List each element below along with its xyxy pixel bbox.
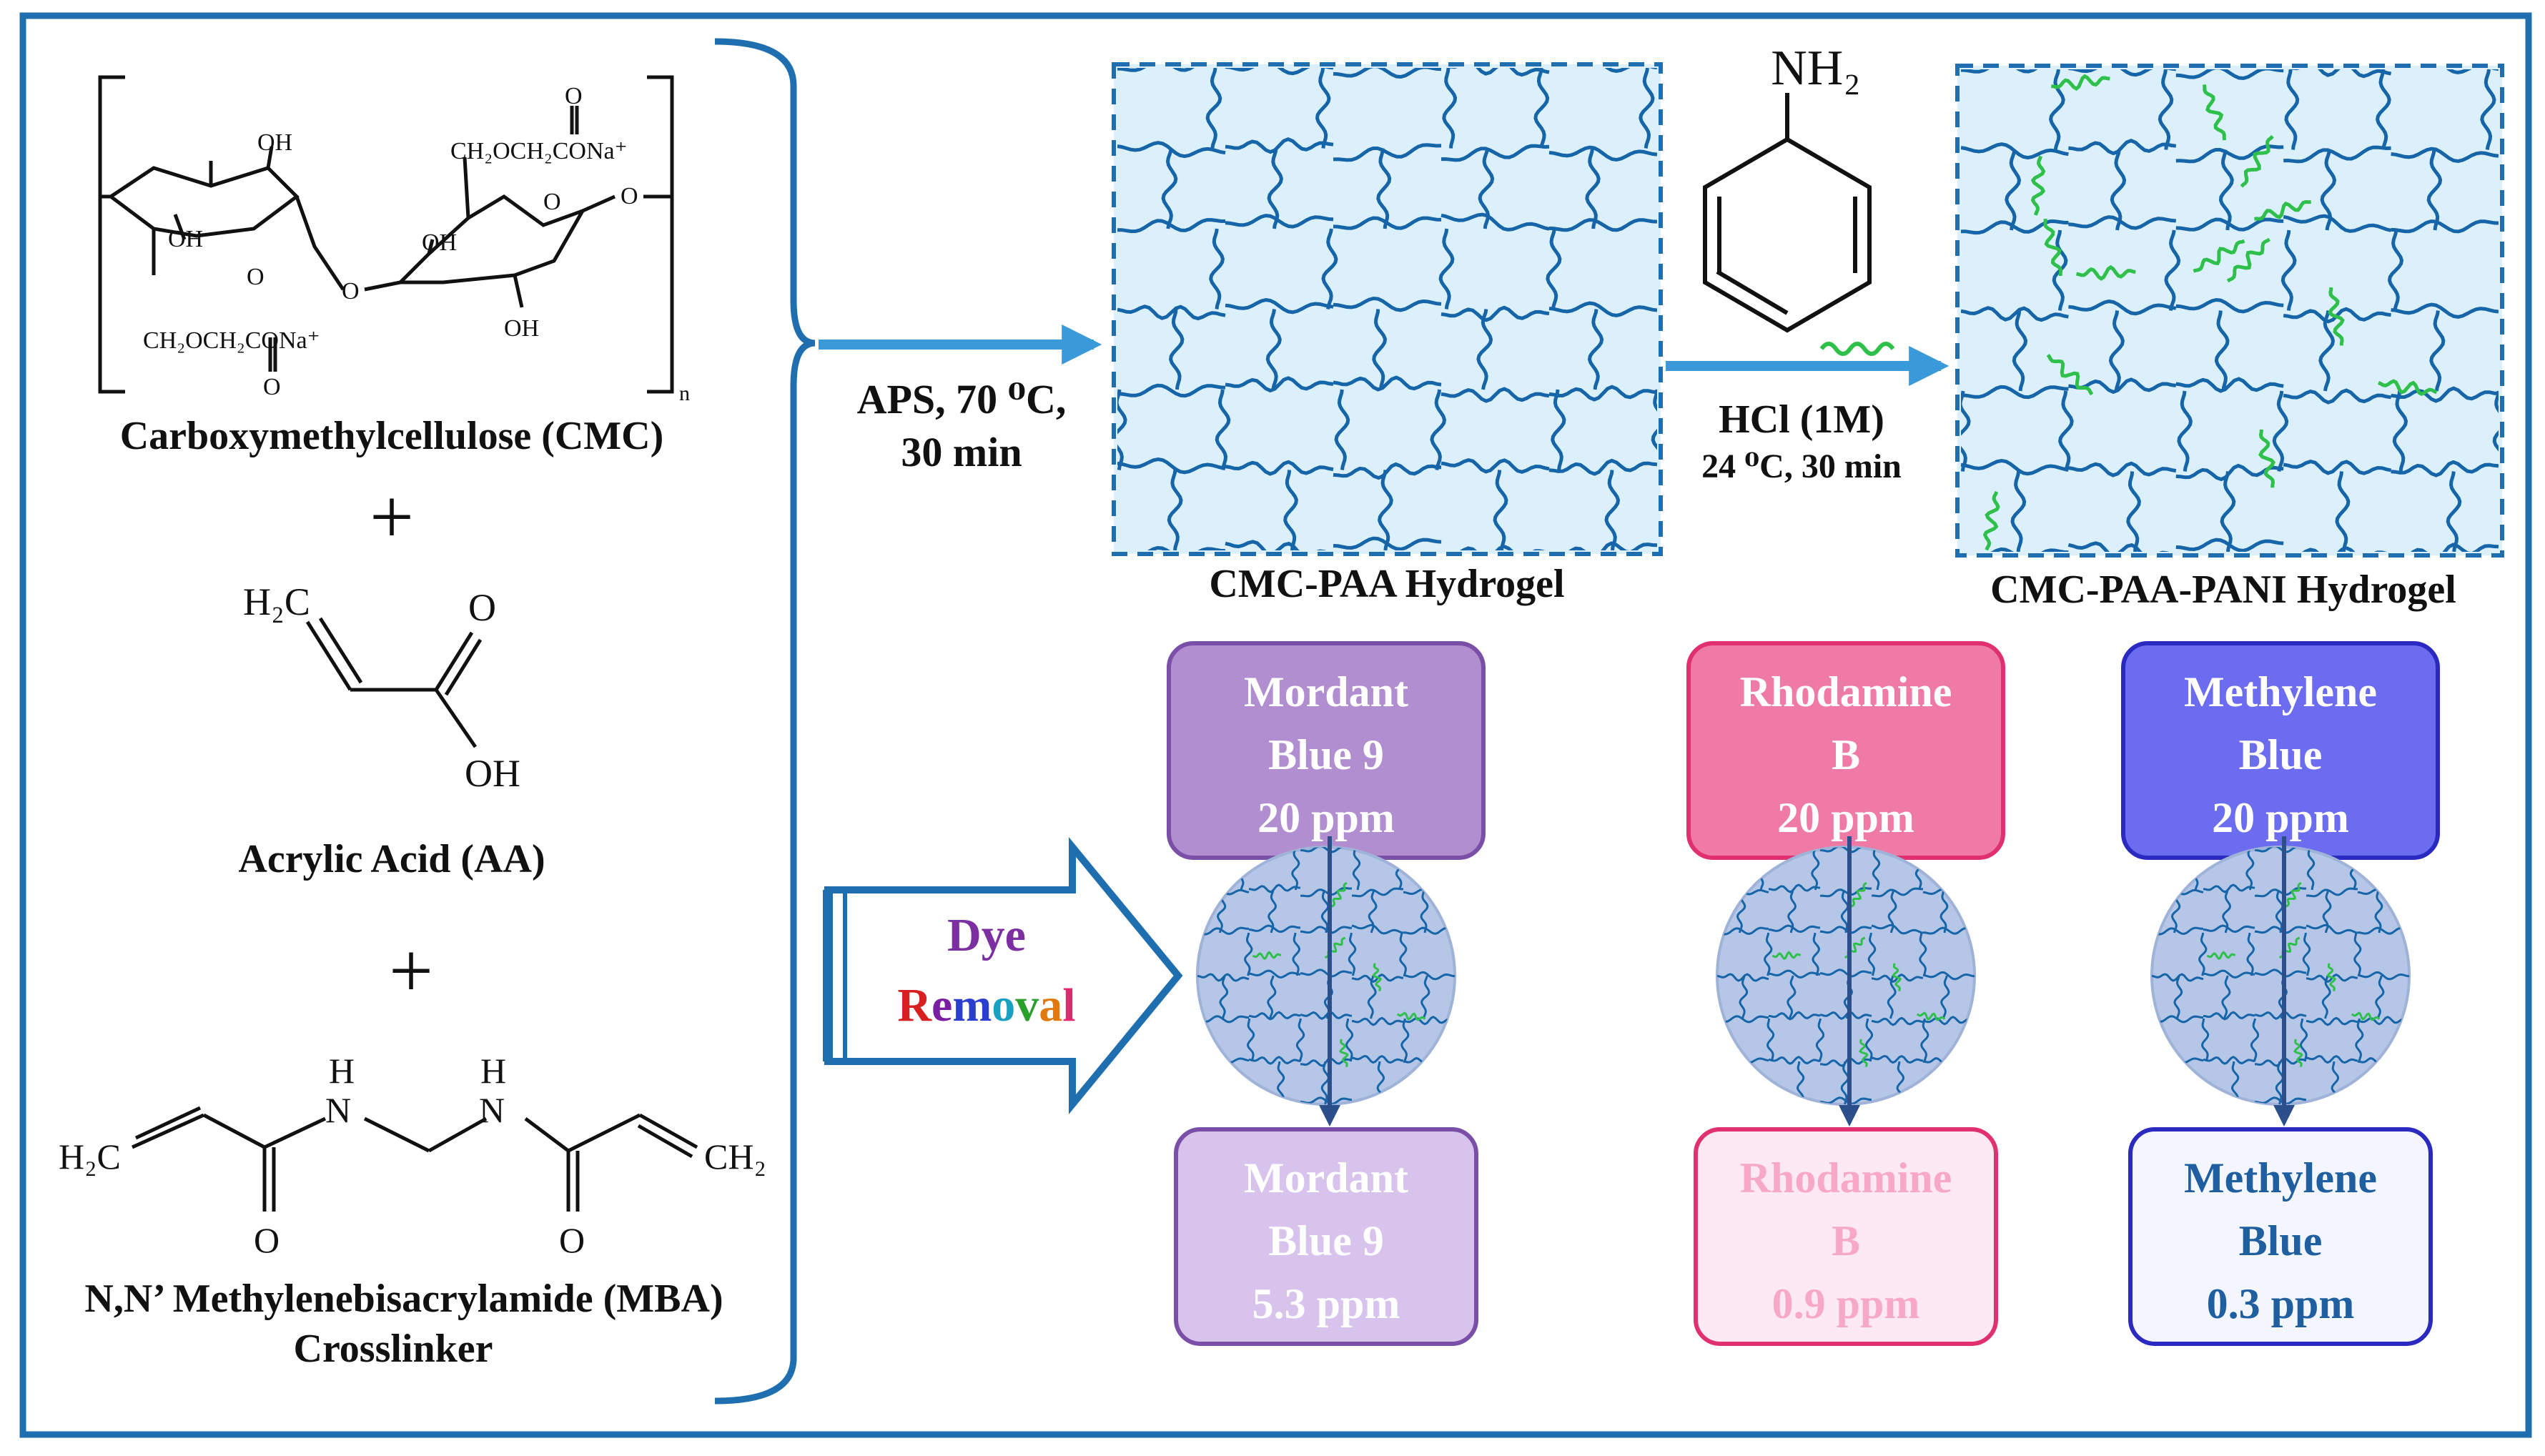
plus-sign-2: + [389,927,433,1014]
cmc-carbonyl-o-bottom: O [263,374,281,400]
dye-initial-name-line1: Mordant [1244,668,1408,715]
mba-name: N,N’ Methylenebisacrylamide (MBA) [84,1277,723,1321]
mba-n2: N [479,1090,505,1130]
cmc-side-top: CH₂OCH₂CONa⁺ [450,138,628,164]
step1-condition-line1: APS, 70 ⁰C, [857,376,1067,422]
aa-h2c: H₂C [243,580,310,623]
aa-oh: OH [465,752,520,795]
aa-atom-labels: H₂C O OH [243,580,520,795]
cmc-left-bracket [98,75,125,394]
cmc-ring-o2: O [543,189,561,215]
removal-letter: R [897,979,932,1031]
cmc-carbonyl-o-top: O [565,83,583,109]
step2-condition-line2: 24 ⁰C, 30 min [1701,447,1902,485]
mba-o2: O [559,1220,585,1260]
reactant-brace [714,38,816,1405]
dye-final-after: 0.9 ppm [1772,1280,1920,1327]
dye-initial-name-line2: Blue 9 [1268,731,1384,778]
dye-final-name-line2: Blue [2239,1217,2323,1264]
cmc-oh-a: OH [257,129,292,156]
cmc-right-bracket [647,75,674,394]
aa-name: Acrylic Acid (AA) [238,837,545,881]
dye-final-name-line1: Methylene [2184,1154,2377,1202]
removal-letter: e [931,979,952,1031]
outer-frame [19,12,2532,1438]
aniline-structure [1703,93,1872,333]
dye-final-box [1694,1127,1998,1346]
cmc-atom-labels: OH OH OH OH O O O O CH₂OCH₂CONa⁺ CH₂OCH₂… [143,83,690,405]
removal-word: Removal [897,979,1075,1031]
dye-initial-name-line2: B [1832,731,1860,778]
removal-letter: a [1039,979,1062,1031]
disc2-strands [1717,847,1975,1104]
dye-initial-before: 20 ppm [1257,794,1395,841]
mba-h1: H [329,1051,355,1091]
aniline-nh2: NH₂ [1771,41,1861,96]
step2-condition-line1: HCl (1M) [1719,397,1884,442]
removal-letter: l [1062,979,1075,1031]
mba-ch2: CH₂ [704,1136,766,1177]
dye-final-box [1174,1127,1478,1346]
mba-role: Crosslinker [294,1327,493,1371]
cmc-name: Carboxymethylcellulose (CMC) [120,414,664,458]
aa-structure [305,617,483,748]
gel1-strands [1117,68,1657,550]
cmc-bridge-o: O [342,278,360,304]
gel1-label: CMC-PAA Hydrogel [1209,562,1564,606]
cmc-side-bottom: CH₂OCH₂CONa⁺ [143,327,320,354]
removal-letter: m [952,979,992,1031]
gel2-pani-chains [1982,74,2438,551]
dye-word: Dye [947,909,1026,961]
gel2-network [1961,69,2499,552]
gel2-label: CMC-PAA-PANI Hydrogel [1990,568,2456,612]
cmc-subscript-n: n [679,382,690,405]
cmc-structure [98,75,674,394]
cmc-oh-d: OH [504,315,539,342]
dye-initial-before: 20 ppm [2212,794,2349,841]
aa-o: O [468,586,496,629]
aniline-pani-squiggle [1819,342,1895,356]
dye-final-after: 5.3 ppm [1252,1280,1400,1327]
cmc-oh-c: OH [422,229,457,256]
mba-structure [131,1106,698,1212]
disc3-strands [2152,847,2409,1104]
dye-final-name-line2: B [1832,1217,1860,1264]
dye-initial-name-line2: Blue [2239,731,2323,778]
mba-n1: N [325,1090,351,1130]
cmc-end-o: O [621,183,638,209]
dye-initial-name-line1: Methylene [2184,668,2377,715]
dye-initial-before: 20 ppm [1777,794,1914,841]
cmc-oh-b: OH [168,226,203,252]
plus-sign-1: + [370,473,414,560]
dye-final-name-line2: Blue 9 [1268,1217,1384,1264]
mba-h2c: H₂C [59,1136,121,1177]
mba-o1: O [254,1220,280,1260]
mba-h2: H [480,1051,506,1091]
cmc-ring-o1: O [247,264,265,290]
gel2-strands [1961,69,2499,552]
mba-atom-labels: H₂C CH₂ H N H N O O [59,1051,766,1260]
removal-letter: o [992,979,1015,1031]
disc1-strands [1197,847,1455,1104]
removal-letter: v [1015,979,1039,1031]
gel1-network [1117,68,1657,550]
step1-condition-line2: 30 min [901,429,1022,475]
disc-network [1197,847,1455,1104]
dye-final-name-line1: Mordant [1244,1154,1408,1202]
dye-removal-arrow [823,837,1183,1114]
dye-final-box [2128,1127,2433,1346]
dye-final-name-line1: Rhodamine [1740,1154,1952,1202]
dye-final-after: 0.3 ppm [2207,1280,2355,1327]
dye-initial-name-line1: Rhodamine [1740,668,1952,715]
